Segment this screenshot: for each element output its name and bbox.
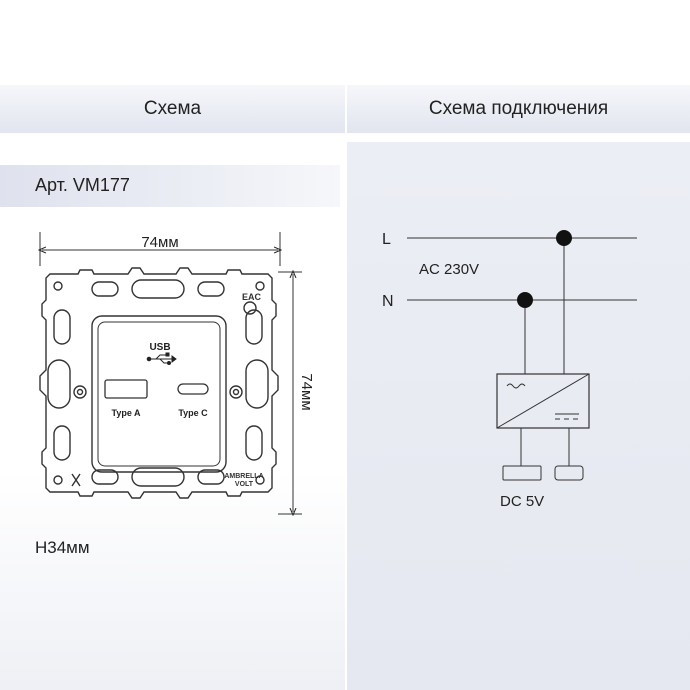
usb-module: USB Type A Type C [91,315,227,473]
header-wiring-title: Схема подключения [428,98,609,119]
width-dimension: 74мм [40,232,280,266]
ac-voltage-label: AC 230V [419,261,479,278]
usb-icon [146,352,177,365]
ac-symbol [506,383,526,389]
header-schema: Схема [0,85,345,133]
depth-label: H34мм [35,538,90,557]
n-junction-dot [517,292,533,308]
type-c-label: Type C [178,408,208,418]
usb-type-a-port [104,379,148,399]
cert-mark: EAC [242,292,262,302]
height-dimension: 74мм [278,272,315,514]
power-supply-block [496,373,590,429]
width-label: 74мм [141,234,178,251]
wiring-panel [347,142,690,690]
header-wiring: Схема подключения [347,85,690,133]
device-drawing: 74мм 74мм [0,232,315,530]
usb-a-output [502,465,542,481]
line-n-label: N [382,293,394,310]
svg-text:AMBRELLA: AMBRELLA [224,473,263,480]
l-junction-dot [556,230,572,246]
schema-panel [0,142,345,690]
dc-voltage-label: DC 5V [500,493,544,510]
line-l-label: L [382,231,391,248]
usb-c-output [554,465,584,481]
height-label: 74мм [298,373,315,410]
wiring-diagram: L N AC 230V DC 5V [382,230,637,510]
svg-text:VOLT: VOLT [235,481,254,488]
header-schema-title: Схема [143,98,202,119]
mounting-frame [39,267,279,499]
type-a-label: Type A [111,408,141,418]
article-bar [0,165,340,207]
article-number: Арт. VM177 [35,175,130,195]
brand-logo: AMBRELLA VOLT [224,473,263,488]
usb-type-c-port [177,383,209,395]
usb-label: USB [149,342,170,353]
